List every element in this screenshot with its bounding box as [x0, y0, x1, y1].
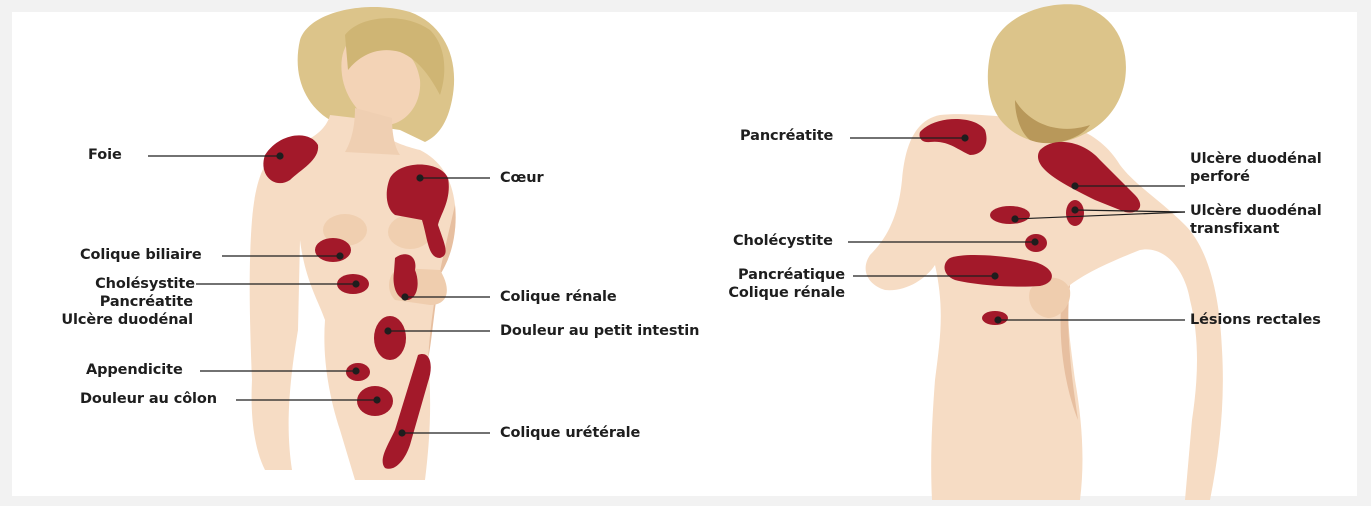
label-foie: Foie: [88, 147, 122, 164]
label-colique-biliaire: Colique biliaire: [80, 247, 202, 264]
label-cholesystite: Cholésystite: [95, 276, 195, 293]
label-lesions-rectales: Lésions rectales: [1190, 312, 1321, 329]
label-douleur-colon: Douleur au côlon: [80, 391, 217, 408]
label-pancreatite-back: Pancréatite: [740, 128, 833, 145]
label-ulcere-transfixant-1: Ulcère duodénal: [1190, 203, 1322, 220]
label-colique-ureterale: Colique urétérale: [500, 425, 640, 442]
label-ulcere-duodenal-front: Ulcère duodénal: [61, 312, 193, 329]
label-colique-renale-front: Colique rénale: [500, 289, 617, 306]
label-ulcere-transfixant-2: transfixant: [1190, 221, 1279, 238]
label-pancreatique: Pancréatique: [738, 267, 845, 284]
label-douleur-petit-intestin: Douleur au petit intestin: [500, 323, 699, 340]
label-pancreatite-front: Pancréatite: [100, 294, 193, 311]
label-ulcere-perfore-1: Ulcère duodénal: [1190, 151, 1322, 168]
front-zone-colique-biliaire: [315, 238, 351, 262]
back-zone-lesions-rectales: [982, 311, 1008, 325]
label-colique-renale-back: Colique rénale: [728, 285, 845, 302]
diagram-panel: [12, 12, 1357, 496]
label-appendicite: Appendicite: [86, 362, 183, 379]
label-cholecystite: Cholécystite: [733, 233, 833, 250]
front-zone-petit-intestin: [374, 316, 406, 360]
label-coeur: Cœur: [500, 170, 544, 187]
back-zone-ulcere-transfixant-1: [990, 206, 1030, 224]
front-zone-colique-renale: [394, 254, 418, 300]
label-ulcere-perfore-2: perforé: [1190, 169, 1250, 186]
